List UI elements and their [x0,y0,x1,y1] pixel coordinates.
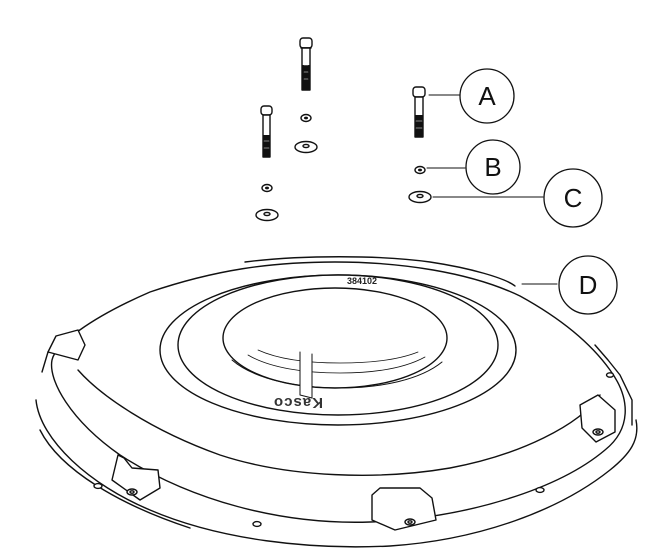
bolt-1 [299,37,313,91]
base-part [35,256,638,548]
part-number-label: 384102 [347,276,377,286]
callout-c: C [543,168,603,228]
callout-d-label: D [579,270,598,300]
washer-2 [255,208,279,222]
callout-b: B [465,139,521,195]
washer-3 [408,190,432,204]
washer-1 [294,140,318,154]
bolt-3 [412,86,426,138]
bolt-2 [260,105,273,158]
kasco-logo: Kasco [273,394,323,411]
callout-a-label: A [478,81,496,111]
nut-3 [414,165,426,175]
callout-b-label: B [484,152,501,182]
nut-2 [261,183,273,193]
callout-d: D [558,255,618,315]
callout-a: A [459,68,515,124]
nut-1 [300,113,312,123]
callout-c-label: C [564,183,583,213]
